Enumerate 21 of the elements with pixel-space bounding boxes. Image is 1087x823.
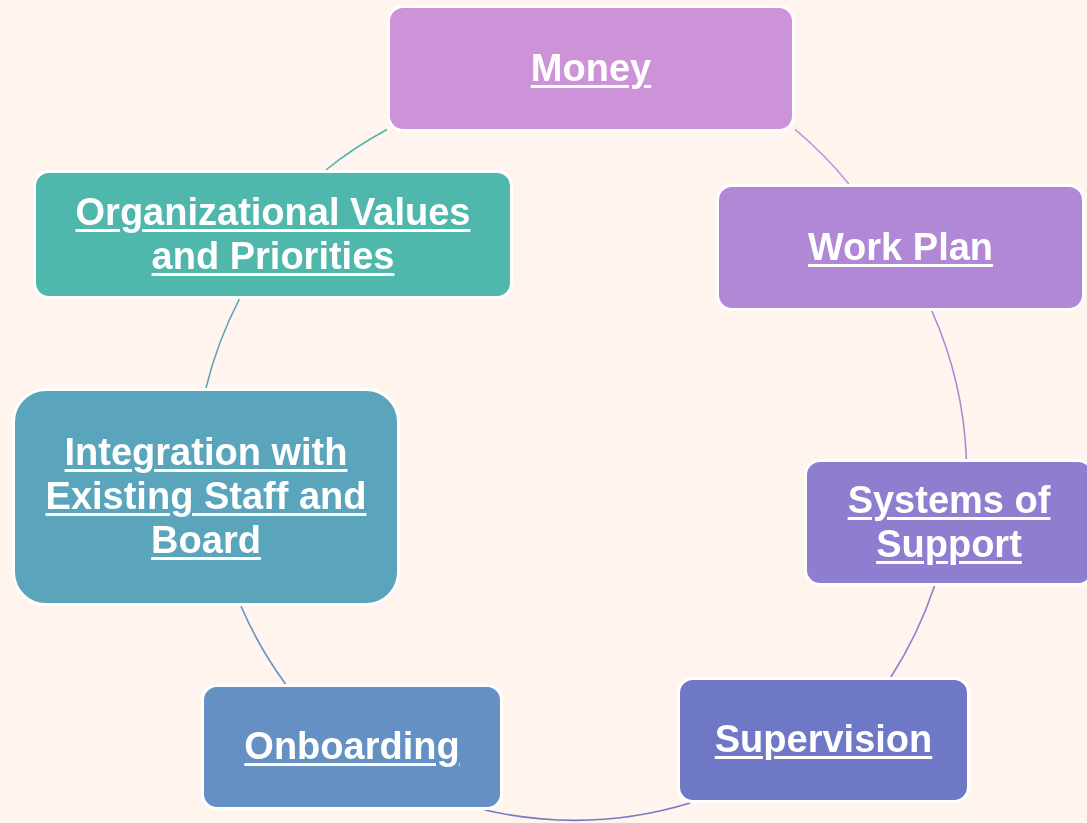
connector-arc: [484, 802, 691, 821]
connector-arc: [931, 310, 968, 460]
box-label: Money: [530, 46, 652, 91]
rounded-box: [12, 388, 400, 606]
connector-arc: [240, 605, 287, 685]
box-label: Systems of Support: [846, 478, 1052, 567]
connector-arc: [890, 585, 936, 678]
box-label: Work Plan: [807, 225, 994, 270]
box-label: Integration with Existing Staff and Board: [44, 431, 368, 563]
box-label: Supervision: [714, 718, 933, 762]
rounded-box: [201, 684, 503, 810]
connector-arc: [794, 128, 850, 185]
rounded-box: [677, 677, 970, 803]
box-label: Organizational Values and Priorities: [74, 190, 472, 279]
rounded-box: [804, 459, 1087, 586]
connector-arc: [325, 128, 388, 171]
box-label: Onboarding: [244, 725, 460, 769]
connector-arc: [205, 298, 241, 389]
rounded-box: [387, 5, 795, 132]
rounded-box: [716, 184, 1085, 311]
rounded-box: [33, 170, 513, 299]
